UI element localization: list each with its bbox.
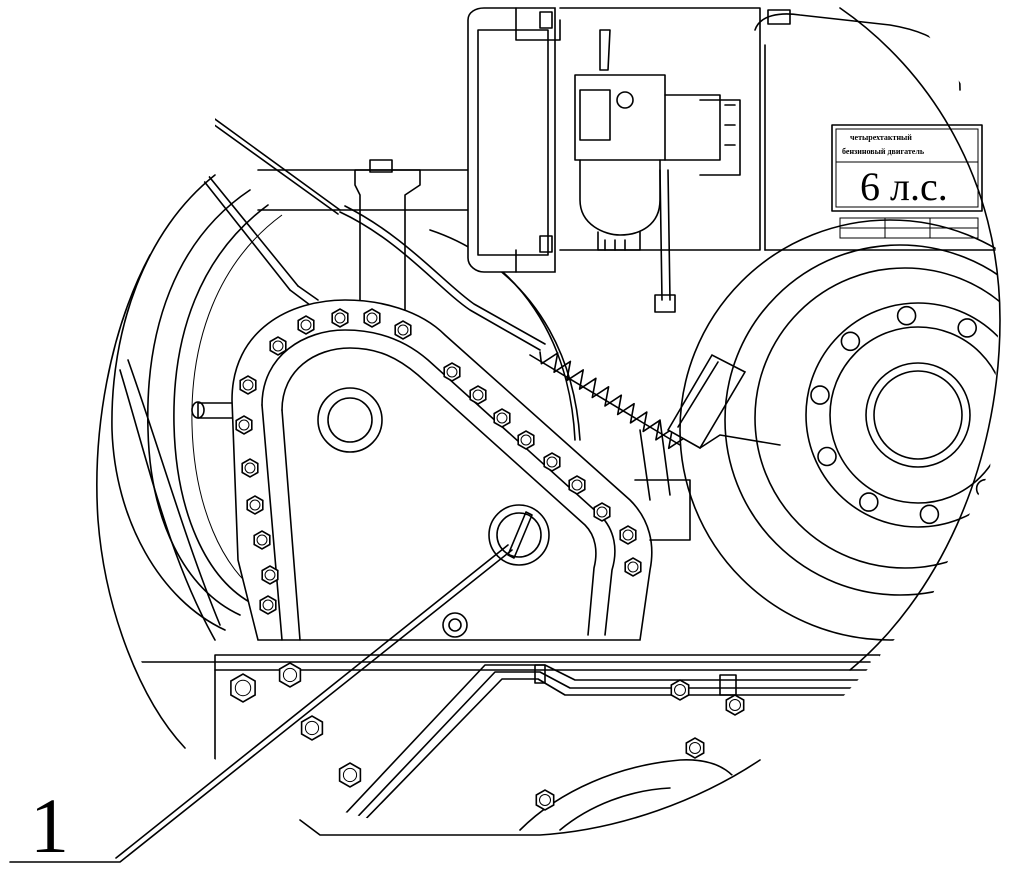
frame-rails [99, 654, 881, 831]
bolt [246, 495, 264, 515]
bolt [535, 789, 555, 811]
flywheel-notch [1007, 426, 1011, 444]
leader-line [9, 549, 513, 863]
callout-number: 1 [30, 782, 69, 869]
bolt [619, 525, 637, 545]
bolt [338, 762, 362, 788]
bolt [493, 408, 511, 428]
clutch-lever [666, 353, 781, 450]
gearbox-plate [231, 299, 653, 641]
bolt [269, 336, 287, 356]
nameplate-line-1: четырехтактный [850, 133, 912, 142]
carburetor-assembly [467, 7, 741, 313]
flywheel-notch [975, 478, 996, 499]
flywheel-notch [817, 446, 837, 467]
bolt [593, 502, 611, 522]
bolt [725, 694, 745, 716]
flywheel-notch [810, 385, 830, 405]
callout-1: 1 [9, 544, 513, 869]
bolt [543, 452, 561, 472]
bolt [241, 458, 259, 478]
flywheel-notch [919, 504, 940, 525]
bolt [685, 737, 705, 759]
bolt [568, 475, 586, 495]
flywheel-notch [858, 492, 879, 512]
bolt [259, 595, 277, 615]
engine-nameplate: четырехтактный бензиновый двигатель 6 л.… [831, 124, 983, 239]
detail-view-boundary [96, 7, 1001, 836]
bolt [239, 375, 257, 395]
nameplate-line-2: бензиновый двигатель [842, 147, 925, 156]
bolt [331, 308, 349, 328]
nameplate-power: 6 л.с. [860, 164, 948, 209]
bolt [443, 362, 461, 382]
flywheel-notch [999, 363, 1000, 384]
flywheel-cover [679, 219, 1011, 641]
bolt [363, 308, 381, 328]
bolt [624, 557, 642, 577]
bolt [297, 315, 315, 335]
bolt [253, 530, 271, 550]
flywheel-notches [810, 305, 1011, 525]
bolt [670, 679, 690, 701]
bolt [261, 565, 279, 585]
bolt [235, 415, 253, 435]
frame-bolts [230, 662, 745, 811]
bolt [230, 673, 256, 703]
bolt [300, 715, 324, 741]
bolt [394, 320, 412, 340]
flywheel-notch [896, 305, 917, 326]
bolt [517, 430, 535, 450]
engine-block: четырехтактный бензиновый двигатель 6 л.… [559, 7, 996, 251]
tension-spring [529, 351, 691, 541]
bolt [469, 385, 487, 405]
flywheel-notch [840, 331, 861, 352]
upper-bracket [257, 159, 471, 311]
plate-bolts [235, 308, 642, 615]
bolt [278, 662, 302, 688]
flywheel-notch [957, 318, 978, 338]
